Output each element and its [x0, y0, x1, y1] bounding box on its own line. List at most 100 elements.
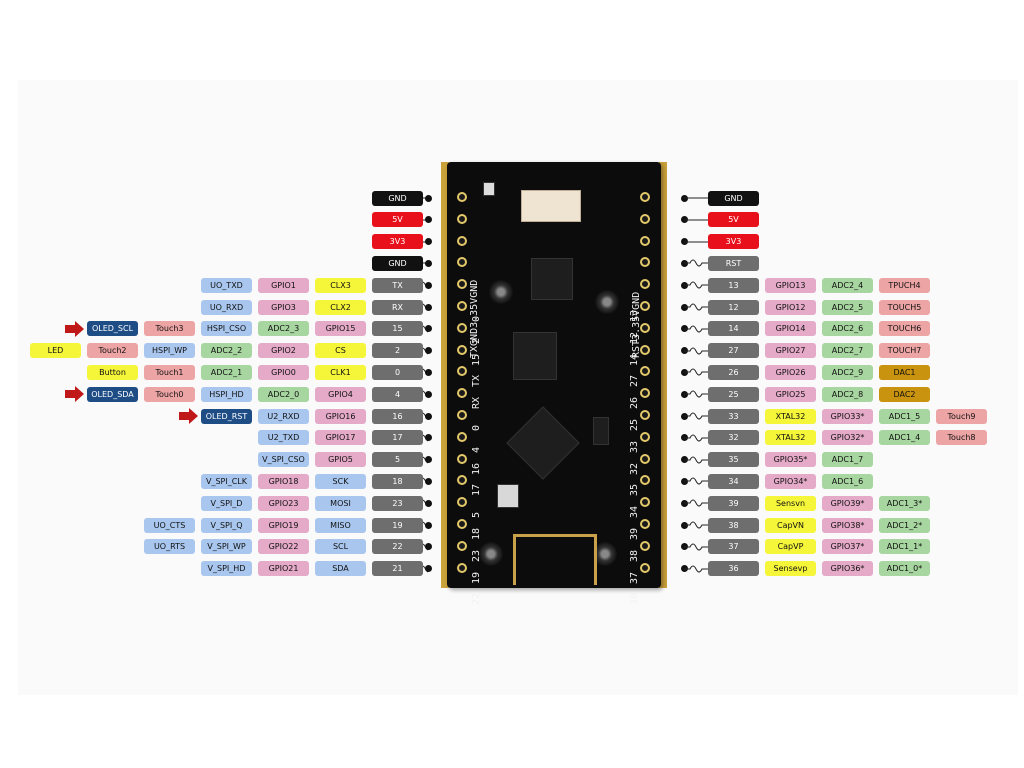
right-lead-11	[684, 434, 708, 442]
right-label-touch5-5: TOUCH5	[879, 299, 930, 315]
right-lead-6	[684, 325, 708, 333]
left-silk-pin-12: 19	[471, 571, 482, 584]
left-label-gpio17-11: GPIO17	[315, 430, 366, 446]
right-header-hole-17	[640, 562, 650, 573]
left-label-miso-15: MISO	[315, 517, 366, 533]
left-label-v-spi-cso-12: V_SPI_CSO	[258, 452, 309, 468]
right-label-gpio27-7: GPIO27	[765, 343, 816, 359]
right-label-32-11: 32	[708, 430, 759, 446]
right-header-hole-15	[640, 519, 650, 529]
left-header-hole-11	[457, 431, 467, 442]
left-pin-dot-12	[424, 456, 432, 464]
right-label-adc1-2-15: ADC1_2*	[879, 517, 930, 533]
left-label-gpio22-16: GPIO22	[258, 539, 309, 555]
right-header-hole-13	[640, 475, 650, 486]
right-label-gpio37-16: GPIO37*	[822, 539, 873, 555]
right-label-12-5: 12	[708, 299, 759, 315]
right-header-hole-0	[640, 192, 650, 202]
left-pin-dot-14	[424, 499, 432, 507]
right-label-adc1-4-11: ADC1_4	[879, 430, 930, 446]
right-header-hole-1	[640, 213, 650, 224]
left-pin-dot-15	[424, 521, 432, 529]
left-label-gpio5-12: GPIO5	[315, 452, 366, 468]
pointer-arrow-icon	[179, 408, 198, 424]
left-label-22-16: 22	[372, 539, 423, 555]
left-header-hole-16	[457, 540, 467, 551]
right-label-35-12: 35	[708, 452, 759, 468]
left-pin-dot-16	[424, 543, 432, 551]
left-header-hole-2	[457, 235, 467, 246]
right-header-hole-8	[640, 366, 650, 377]
right-lead-17	[684, 565, 708, 573]
right-header-hole-7	[640, 344, 650, 355]
left-label-gpio16-10: GPIO16	[315, 408, 366, 424]
left-pin-dot-2	[424, 238, 432, 246]
left-silk-pin-13: 22	[471, 593, 482, 606]
right-label-tpuch4-4: TPUCH4	[879, 277, 930, 293]
left-label-gnd-3: GND	[372, 255, 423, 271]
right-label-adc1-6-13: ADC1_6	[822, 473, 873, 489]
left-label-uo-rts-16: UO_RTS	[144, 539, 195, 555]
right-label-adc2-9-8: ADC2_9	[822, 364, 873, 380]
left-label-sda-17: SDA	[315, 561, 366, 577]
right-label-38-15: 38	[708, 517, 759, 533]
battery-connector	[521, 190, 581, 222]
right-label-adc1-5-10: ADC1_5	[879, 408, 930, 424]
left-label-gpio1-4: GPIO1	[258, 277, 309, 293]
left-label-18-13: 18	[372, 473, 423, 489]
left-label-2-7: 2	[372, 343, 423, 359]
right-header-hole-9	[640, 388, 650, 399]
left-label-oled-scl-6: OLED_SCL	[87, 321, 138, 337]
right-label-gnd-0: GND	[708, 190, 759, 206]
left-label-v-spi-hd-17: V_SPI_HD	[201, 561, 252, 577]
left-label-17-11: 17	[372, 430, 423, 446]
left-header-hole-3	[457, 257, 467, 268]
right-silk-pin-5: 25	[629, 418, 640, 431]
left-label-hspi-wp-7: HSPI_WP	[144, 343, 195, 359]
right-label-adc1-3-14: ADC1_3*	[879, 495, 930, 511]
right-lead-3	[684, 259, 708, 267]
right-header-hole-12	[640, 453, 650, 464]
right-label-gpio38-15: GPIO38*	[822, 517, 873, 533]
left-label-gpio2-7: GPIO2	[258, 343, 309, 359]
left-label-16-10: 16	[372, 408, 423, 424]
left-label-touch3-6: Touch3	[144, 321, 195, 337]
right-label-xtal32-11: XTAL32	[765, 430, 816, 446]
left-header-hole-17	[457, 562, 467, 573]
left-label-gpio3-5: GPIO3	[258, 299, 309, 315]
left-header-hole-12	[457, 453, 467, 464]
right-header-hole-4	[640, 279, 650, 290]
left-pin-dot-3	[424, 259, 432, 267]
right-label-gpio34-13: GPIO34*	[765, 473, 816, 489]
board-right-edge	[659, 162, 667, 588]
right-label-rst-3: RST	[708, 255, 759, 271]
right-label-25-9: 25	[708, 386, 759, 402]
right-header-hole-2	[640, 235, 650, 246]
right-label-gpio14-6: GPIO14	[765, 321, 816, 337]
left-label-adc2-3-6: ADC2_3	[258, 321, 309, 337]
left-label-oled-rst-10: OLED_RST	[201, 408, 252, 424]
left-pin-dot-11	[424, 434, 432, 442]
left-label-0-8: 0	[372, 364, 423, 380]
left-header-hole-9	[457, 388, 467, 399]
right-label-gpio26-8: GPIO26	[765, 364, 816, 380]
right-label-13-4: 13	[708, 277, 759, 293]
right-lead-8	[684, 368, 708, 376]
left-label-clk1-8: CLK1	[315, 364, 366, 380]
left-header-hole-14	[457, 497, 467, 508]
left-label-v-spi-wp-16: V_SPI_WP	[201, 539, 252, 555]
left-label-uo-txd-4: UO_TXD	[201, 277, 252, 293]
right-silk-pin-4: 26	[629, 397, 640, 410]
left-header-hole-7	[457, 344, 467, 355]
left-silk-pin-10: 18	[471, 527, 482, 540]
mount-screw-bottom-left	[479, 542, 503, 566]
pcb-antenna	[513, 534, 597, 585]
right-lead-16	[684, 543, 708, 551]
right-label-sensevp-17: Sensevp	[765, 561, 816, 577]
left-label-5-12: 5	[372, 452, 423, 468]
left-header-hole-15	[457, 519, 467, 529]
right-label-dac1-8: DAC1	[879, 364, 930, 380]
left-label-v-spi-clk-13: V_SPI_CLK	[201, 473, 252, 489]
right-silk-pin-12: 37	[629, 571, 640, 584]
